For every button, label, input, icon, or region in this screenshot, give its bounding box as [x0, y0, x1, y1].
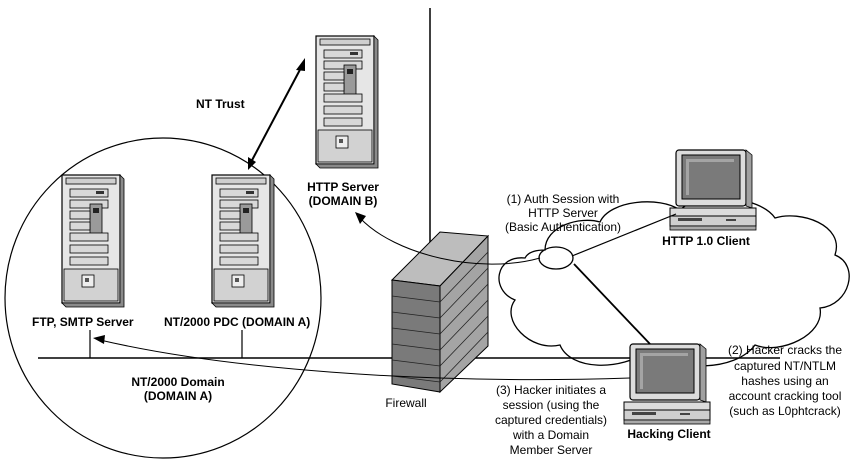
hacking-client-label: Hacking Client — [627, 427, 711, 441]
domain-boundary — [4, 137, 322, 459]
step3-line2: session (using the — [502, 398, 600, 412]
firewall-label: Firewall — [385, 396, 427, 410]
trust-arrow — [248, 58, 305, 170]
domain-label: NT/2000 Domain — [131, 375, 225, 389]
brick-firewall-icon — [390, 231, 490, 394]
hacking-client-computer-icon — [623, 343, 711, 425]
step3-line1: (3) Hacker initiates a — [495, 383, 607, 397]
http-server-icon — [315, 35, 379, 169]
step1-line3: (Basic Authentication) — [504, 220, 622, 234]
step3-line4: with a Domain — [512, 428, 590, 442]
http-server-label: HTTP Server — [307, 180, 379, 194]
domain-sub-label: (DOMAIN A) — [143, 389, 213, 403]
step2-line5: (such as L0phtcrack) — [729, 404, 841, 418]
step3-line5: Member Server — [509, 443, 593, 457]
pdc-server-icon — [211, 174, 275, 308]
step2-line4: account cracking tool — [728, 389, 842, 403]
ftp-smtp-server-icon — [61, 174, 125, 308]
step2-line2: captured NT/NTLM — [733, 359, 837, 373]
http-server-domain-label: (DOMAIN B) — [308, 194, 378, 208]
pdc-label: NT/2000 PDC (DOMAIN A) — [164, 315, 311, 329]
ftp-smtp-server-label: FTP, SMTP Server — [32, 315, 134, 329]
http-client-label: HTTP 1.0 Client — [662, 234, 750, 248]
step2-line1: (2) Hacker cracks the — [727, 343, 843, 357]
step2-line3: hashes using an — [741, 374, 829, 388]
step1-line1: (1) Auth Session with — [506, 192, 620, 206]
nt-trust-label: NT Trust — [196, 97, 245, 111]
step1-line2: HTTP Server — [528, 206, 598, 220]
auth-session-arrow — [359, 217, 541, 265]
hacker-session-arrow — [99, 339, 631, 381]
http-client-computer-icon — [669, 149, 757, 231]
step3-line3: captured credentials) — [494, 413, 608, 427]
